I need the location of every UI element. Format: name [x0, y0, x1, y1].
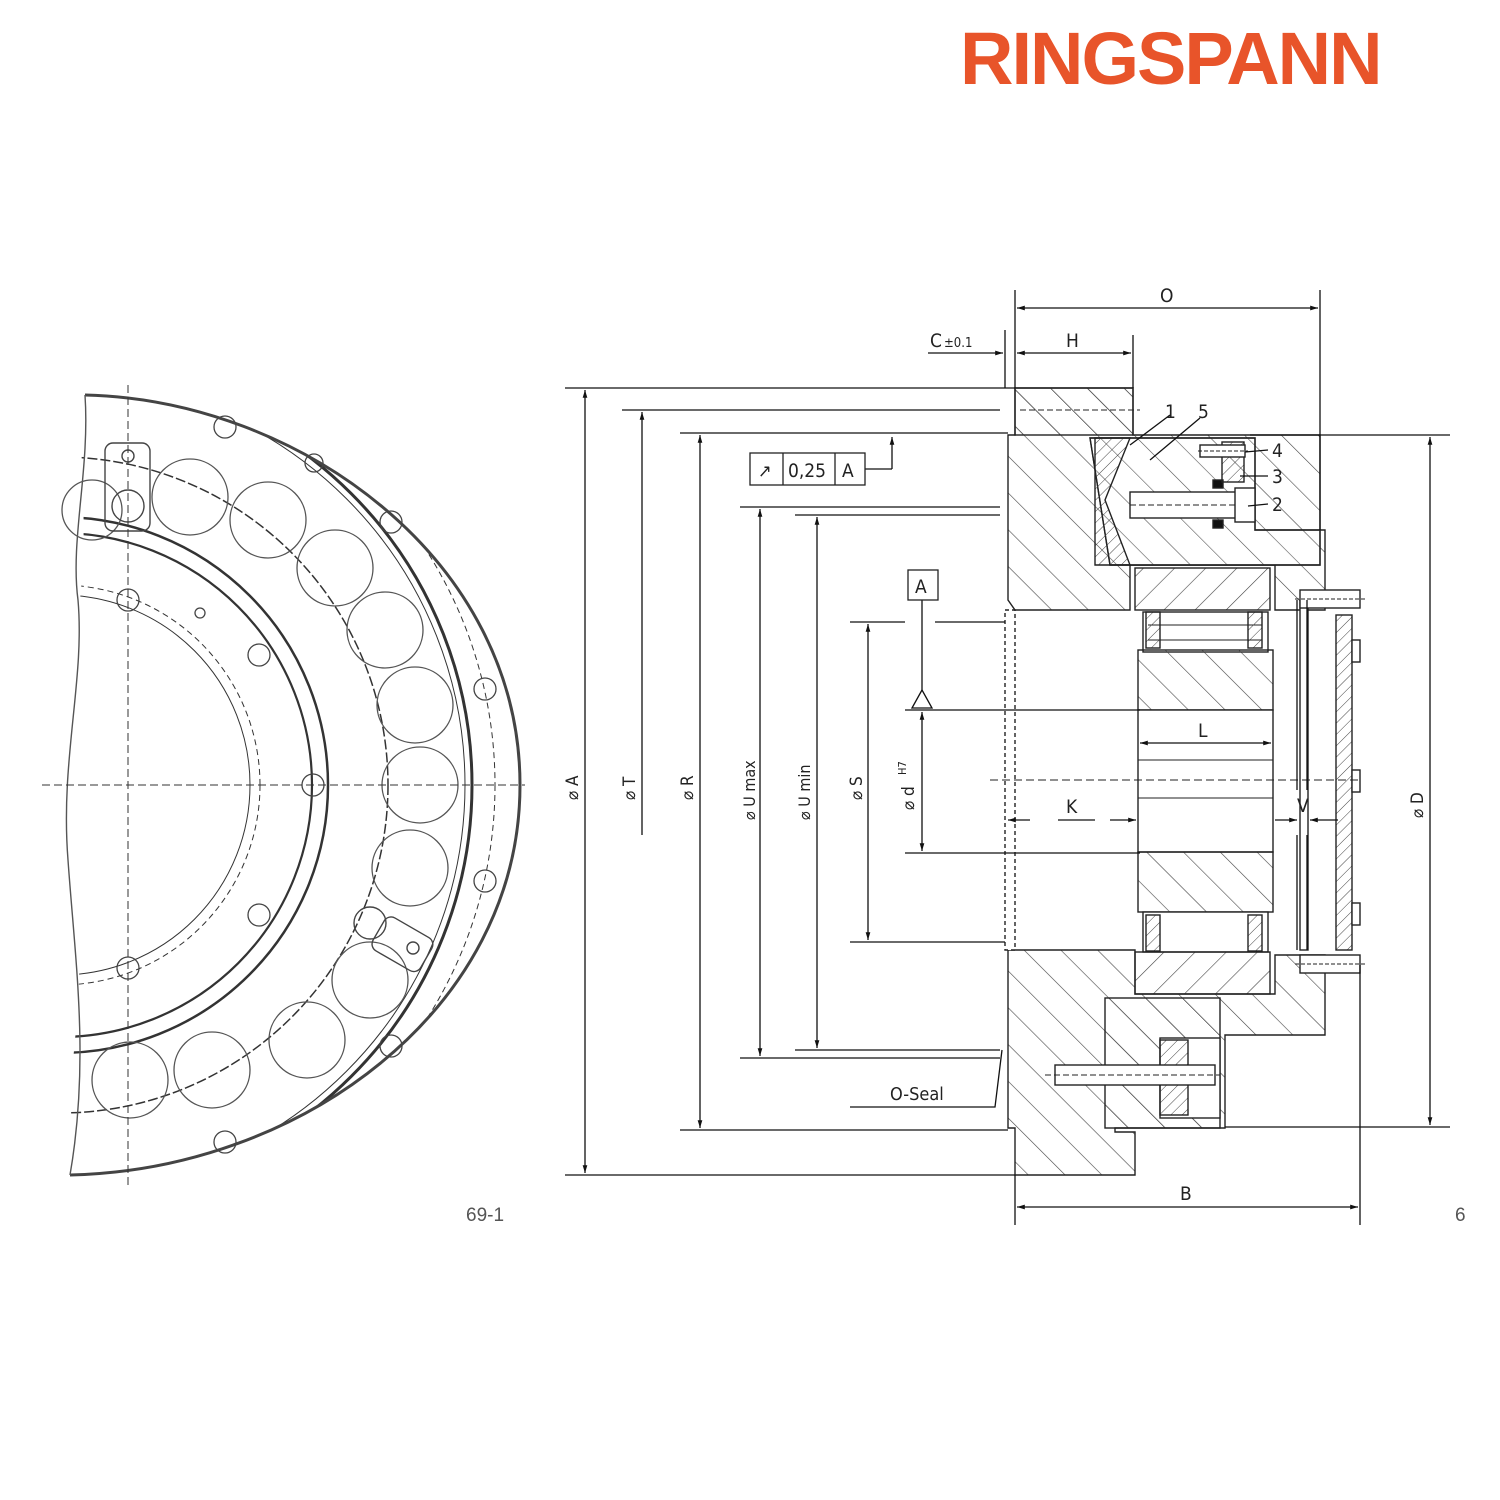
dim-diam-Umax: ⌀ U max: [740, 760, 759, 820]
dim-V: V: [1297, 795, 1309, 817]
dim-H: H: [1066, 330, 1079, 352]
dimension-labels: O H C ±0.1 B K L V ⌀ A ⌀ T ⌀ R ⌀ U max ⌀…: [563, 285, 1428, 1205]
svg-text:A: A: [915, 576, 927, 598]
geometric-tolerance-frame: ↗ 0,25 A: [749, 452, 866, 486]
figure-caption-section: 6: [1455, 1205, 1466, 1226]
tolerance-datum: A: [842, 460, 854, 482]
part-5: 5: [1198, 401, 1209, 423]
dim-B: B: [1180, 1183, 1192, 1205]
runout-symbol: ↗: [758, 461, 772, 482]
o-seal-label: O-Seal: [890, 1084, 944, 1105]
part-3: 3: [1272, 466, 1283, 488]
dim-O: O: [1160, 285, 1173, 307]
dim-diam-d: ⌀ d: [899, 786, 919, 810]
tolerance-value: 0,25: [788, 460, 826, 482]
ringspann-logo: RINGSPANN: [960, 17, 1383, 100]
part-1: 1: [1165, 401, 1176, 423]
dim-C: C: [930, 330, 942, 352]
part-2: 2: [1272, 494, 1283, 516]
front-view: 69-1: [42, 385, 525, 1226]
figure-caption-front: 69-1: [466, 1205, 504, 1226]
dim-diam-R: ⌀ R: [678, 775, 698, 800]
part-4: 4: [1272, 440, 1283, 462]
dim-diam-S: ⌀ S: [847, 776, 867, 800]
dim-diam-T: ⌀ T: [620, 776, 640, 800]
dimension-lines: [565, 290, 1450, 1225]
datum-a-box: A: [907, 569, 939, 601]
dim-diam-Umin: ⌀ U min: [795, 765, 814, 821]
dim-diam-D: ⌀ D: [1408, 792, 1428, 818]
dim-L: L: [1198, 720, 1208, 742]
part-numbers: 1 5 4 3 2: [1165, 401, 1283, 516]
dim-diam-d-tol: H7: [896, 761, 909, 775]
section-view: [1004, 387, 1365, 1176]
dim-K: K: [1066, 796, 1078, 818]
dim-C-tol: ±0.1: [944, 336, 972, 351]
dim-diam-A: ⌀ A: [563, 775, 583, 800]
